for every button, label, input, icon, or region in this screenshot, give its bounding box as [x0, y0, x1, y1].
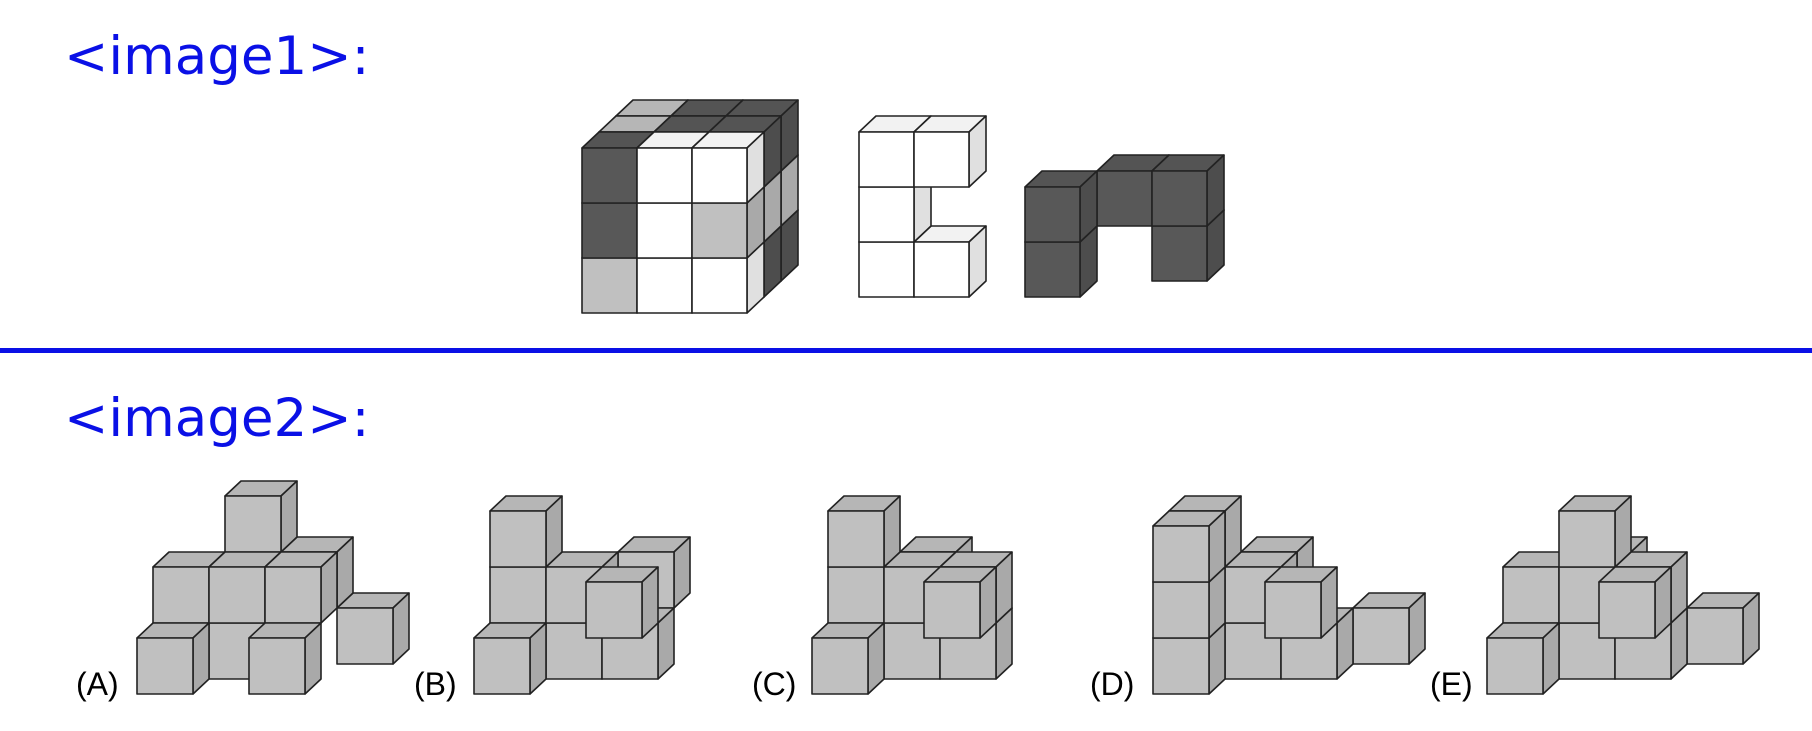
- option-c-figure[interactable]: [811, 495, 1013, 695]
- image1-label: <image1>:: [64, 26, 370, 87]
- option-b-figure[interactable]: [473, 495, 691, 695]
- option-a-figure[interactable]: [136, 480, 410, 695]
- puzzle-pieces: [581, 99, 1225, 314]
- option-a-label: (A): [76, 666, 119, 702]
- divider: [0, 348, 1812, 353]
- option-d-label: (D): [1090, 666, 1134, 702]
- option-b-label: (B): [414, 666, 457, 702]
- option-e-label: (E): [1430, 666, 1473, 702]
- option-e-figure[interactable]: [1486, 495, 1760, 695]
- image2-label: <image2>:: [64, 388, 370, 449]
- option-d-figure[interactable]: [1152, 495, 1426, 695]
- option-c-label: (C): [752, 666, 796, 702]
